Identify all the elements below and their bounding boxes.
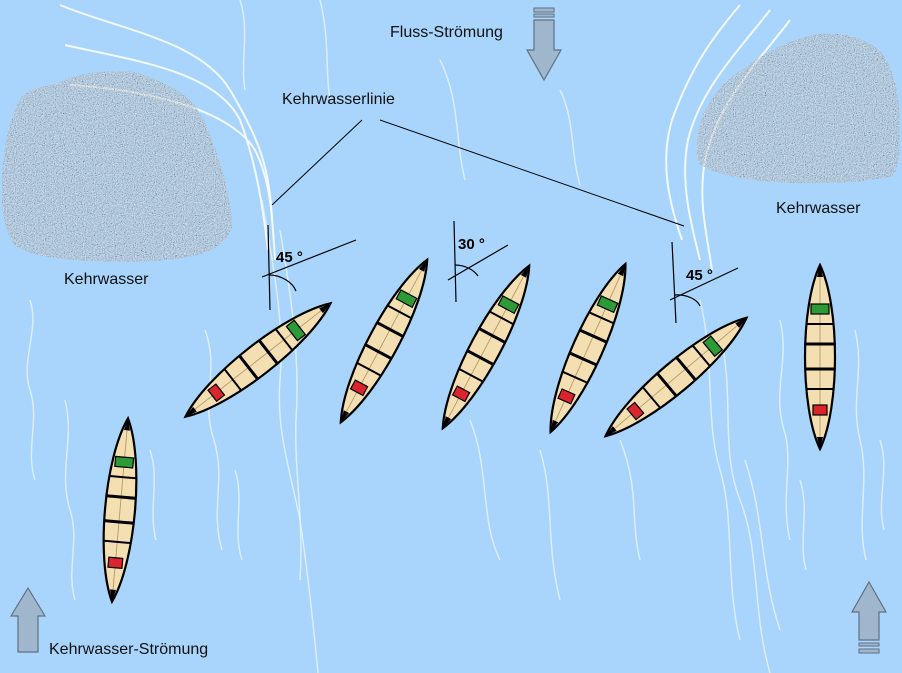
main-current-waves <box>439 59 641 601</box>
right-rock <box>696 33 900 184</box>
angle-label-middle: 30 ° <box>458 236 485 253</box>
eddy-line-label: Kehrwasserlinie <box>282 91 395 108</box>
eddy-current-label: Kehrwasser-Strömung <box>49 641 208 658</box>
left-rock <box>1 71 233 262</box>
eddy-squiggles <box>26 299 885 601</box>
up-arrow-icon <box>9 586 47 653</box>
angle-label-right: 45 ° <box>686 267 713 284</box>
up-arrow-icon <box>850 580 888 654</box>
down-arrow-icon <box>525 7 563 82</box>
eddy-left-label: Kehrwasser <box>64 271 149 288</box>
eddy-right-label: Kehrwasser <box>776 200 861 217</box>
eddy-line-pointers <box>271 119 685 227</box>
river-current-label: Fluss-Strömung <box>390 24 503 41</box>
angle-marker-right <box>669 241 739 324</box>
angle-marker-middle <box>447 220 509 303</box>
angle-marker-left <box>261 224 357 311</box>
angle-label-left: 45 ° <box>276 249 303 266</box>
